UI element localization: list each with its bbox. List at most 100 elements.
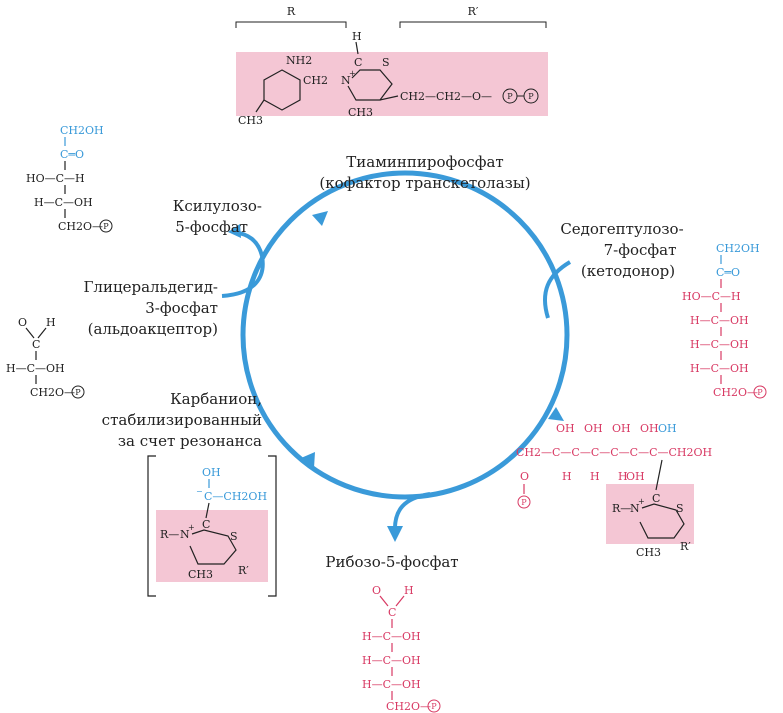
thiazole-s: S: [382, 56, 390, 69]
tpp-structure: R R′ NH2 CH3 CH2 H C S N + CH3 CH2—CH2—O…: [235, 5, 548, 127]
sedo-structure: CH2OH C═O HO—C—H H—C—OH H—C—OH H—C—OH CH…: [682, 242, 767, 399]
adduct-phosphate-label: P: [521, 498, 527, 507]
gap-o: O: [18, 316, 27, 329]
gap-label-line3: (альдоакцептор): [88, 320, 218, 338]
tpp-chain: CH2—CH2—O—: [400, 90, 492, 103]
carbanion-highlight: [156, 510, 268, 582]
gap-row-3: CH2O—: [30, 386, 75, 399]
pyrimidine-ring: [263, 69, 301, 111]
rib-c: C: [388, 606, 396, 619]
sedo-row-2: C═O: [716, 266, 740, 279]
cycle-arrowhead-top: [312, 211, 328, 226]
sedo-row-1: CH2OH: [716, 242, 760, 255]
carbanion-label-line2: стабилизированный: [102, 411, 262, 429]
sedo-row-5: H—C—OH: [690, 338, 749, 351]
xyl-row-3: HO—C—H: [26, 172, 85, 185]
carbanion-bracket-left: [147, 455, 156, 597]
adduct-chain: CH2—C—C—C—C—C—C—CH2OH: [516, 446, 712, 459]
gap-ch-bond: [37, 327, 47, 339]
adduct-ch3: CH3: [636, 546, 661, 559]
sedo-label-line2: 7-фосфат: [604, 241, 677, 259]
adduct-phosphate: [517, 495, 531, 509]
thiazole-n-charge: +: [349, 69, 356, 78]
ch3-ring-label: CH3: [348, 106, 373, 119]
adduct-oh-5: OH: [658, 422, 677, 435]
gap-phosphate-label: P: [75, 388, 81, 397]
rib-row-4: CH2O—: [386, 700, 431, 713]
xylulose-structure: CH2OH C═O HO—C—H H—C—OH CH2O— P: [26, 124, 113, 233]
sedo-row-3: HO—C—H: [682, 290, 741, 303]
adduct-r: R—: [612, 502, 631, 515]
carb-chain: C—CH2OH: [204, 490, 267, 503]
rib-phosphate-label: P: [431, 702, 437, 711]
sedo-row-4: H—C—OH: [690, 314, 749, 327]
carb-thiazole-ring: [189, 529, 237, 565]
carbanion-label-line1: Карбанион,: [170, 390, 262, 408]
chain-bond: [379, 95, 399, 101]
gap-structure: O H C H—C—OH CH2O— P: [6, 316, 85, 399]
sedo-label-line1: Седогептулозо-: [560, 220, 683, 238]
sedo-input-arrow: [543, 260, 572, 319]
adduct-r-prime: R′: [680, 540, 691, 553]
rib-row-2: H—C—OH: [362, 654, 421, 667]
carb-oh: OH: [202, 466, 221, 479]
xylulose-label-line1: Ксилулозо-: [173, 197, 262, 215]
gap-label-line2: 3-фосфат: [145, 299, 218, 317]
adduct-h-3: H: [618, 470, 628, 483]
ring-ch3-bond: [255, 99, 265, 113]
thiazole-ring: [347, 69, 393, 101]
ribose-output-arrowhead: [387, 526, 403, 542]
xylulose-output-arrowhead: [228, 224, 241, 238]
tpp-label-line1: Тиаминпирофосфат: [346, 153, 503, 171]
rib-phosphate: [427, 699, 441, 713]
carb-minus: −: [196, 487, 203, 496]
adduct-oh-1: OH: [556, 422, 575, 435]
carb-r-prime: R′: [238, 564, 249, 577]
adduct-h-2: H: [590, 470, 600, 483]
adduct-h-1: H: [562, 470, 572, 483]
ribose-structure: O H C H—C—OH H—C—OH H—C—OH CH2O— P: [362, 584, 441, 713]
adduct-c-bond: [655, 459, 663, 491]
thiazole-h: H: [352, 30, 362, 43]
adduct-thiazole-ring: [639, 503, 685, 539]
gap-co-bond: [25, 327, 35, 339]
xyl-row-1: CH2OH: [60, 124, 104, 137]
phosphate-2: [523, 88, 539, 104]
nh2-label: NH2: [286, 54, 312, 67]
bracket-r: [235, 21, 347, 28]
thiazole-n: N: [341, 74, 351, 87]
rib-o: O: [372, 584, 381, 597]
adduct-oh-4: OH: [640, 422, 659, 435]
adduct-n-charge: +: [638, 497, 645, 506]
cycle-circle: [240, 170, 570, 500]
adduct-c: C: [652, 492, 660, 505]
h-c-bond: [355, 41, 359, 55]
xyl-row-2: C═O: [60, 148, 84, 161]
xyl-row-5: CH2O—: [58, 220, 103, 233]
ch3-left-label: CH3: [238, 114, 263, 127]
rib-co-bond: [379, 595, 389, 607]
gap-phosphate: [71, 385, 85, 399]
thiazole-c: C: [354, 56, 362, 69]
sedo-row-6: H—C—OH: [690, 362, 749, 375]
sedo-label-line3: (кетодонор): [581, 262, 675, 280]
xyl-phosphate-label: P: [103, 222, 109, 231]
gap-row-2: H—C—OH: [6, 362, 65, 375]
carbanion-label-line3: за счет резонанса: [118, 432, 262, 450]
phosphate-1-label: P: [507, 92, 513, 101]
adduct-n: N: [630, 502, 640, 515]
rib-row-3: H—C—OH: [362, 678, 421, 691]
adduct-structure: OH OH OH OH OH CH2—C—C—C—C—C—C—CH2OH H H…: [516, 422, 712, 559]
cycle-arrowhead-right: [548, 407, 564, 421]
carbanion-structure: OH C—CH2OH − R— N + C S CH3 R′: [147, 455, 277, 597]
carb-r: R—: [160, 528, 179, 541]
bracket-r-prime: [399, 21, 547, 28]
adduct-oh-bottom: OH: [626, 470, 645, 483]
sedo-phosphate-label: P: [757, 388, 763, 397]
carb-s: S: [230, 530, 238, 543]
ribose-label: Рибозо-5-фосфат: [325, 553, 458, 571]
sedo-row-7: CH2O—: [713, 386, 758, 399]
adduct-oh-2: OH: [584, 422, 603, 435]
